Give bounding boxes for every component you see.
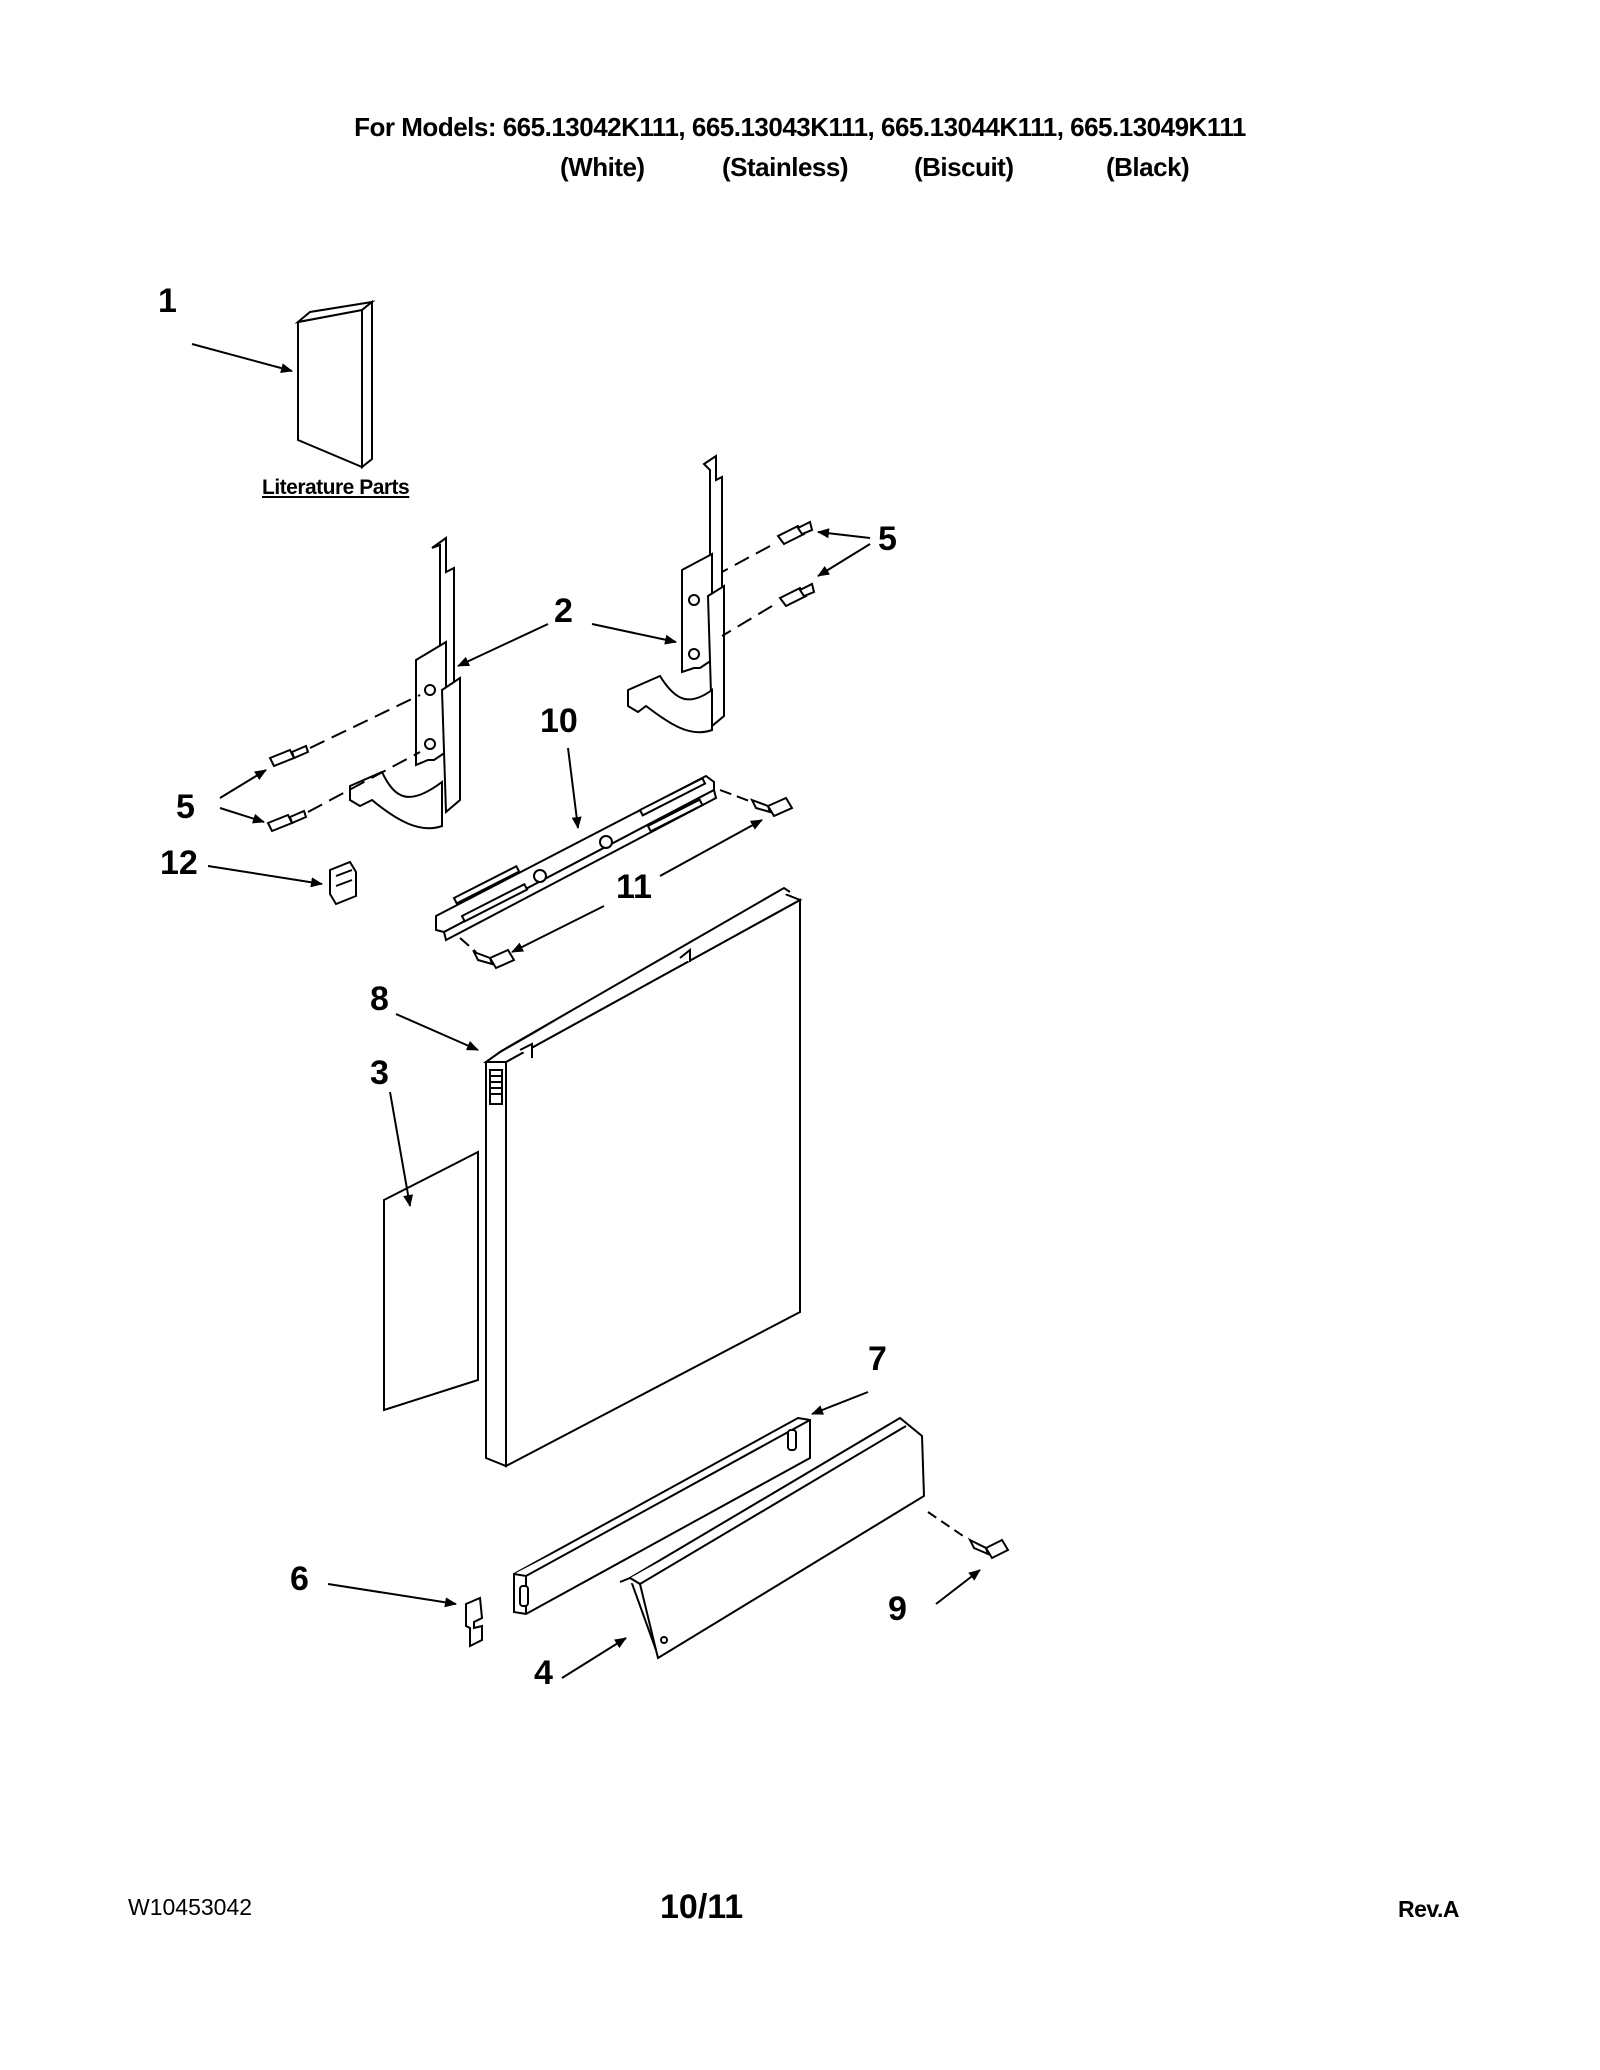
revision-label: Rev.A: [1398, 1896, 1460, 1922]
callout-5-right: 5: [878, 520, 897, 558]
callout-1: 1: [158, 282, 177, 320]
leader-8: [395, 1013, 479, 1051]
leader-5-left-b: [219, 807, 265, 824]
callout-10: 10: [540, 702, 578, 740]
screw-path-3: [721, 545, 771, 573]
door-rail: [435, 774, 718, 942]
leader-2-left: [457, 623, 549, 667]
callout-8: 8: [370, 980, 389, 1018]
callout-3: 3: [370, 1054, 389, 1092]
leader-11-a: [659, 819, 763, 877]
callout-5-left: 5: [176, 788, 195, 826]
document-number: W10453042: [128, 1894, 253, 1920]
leader-7: [811, 1391, 869, 1415]
rail-screws: [471, 796, 794, 970]
callout-4: 4: [534, 1654, 553, 1692]
hinge-screws-right: [776, 520, 816, 608]
leader-11-b: [511, 905, 605, 953]
leader-9: [935, 1569, 981, 1605]
publication-date: 10/11: [660, 1888, 744, 1926]
callout-6: 6: [290, 1560, 309, 1598]
leader-1: [191, 343, 293, 373]
leader-5-left-a: [219, 769, 267, 799]
color-black: (Black): [1106, 152, 1190, 182]
small-bracket: [465, 1596, 484, 1648]
color-biscuit: (Biscuit): [914, 152, 1014, 182]
leader-5-right-a: [817, 528, 871, 539]
leader-10: [567, 747, 582, 829]
hinge-bracket-left: [349, 536, 461, 830]
screw-path-1: [309, 694, 421, 749]
toe-panel-screw: [967, 1537, 1010, 1560]
screw-path-2: [307, 751, 421, 813]
literature-parts-label: Literature Parts: [262, 476, 410, 499]
leader-4: [561, 1637, 627, 1679]
door-clip: [329, 860, 357, 906]
screw-path-4: [721, 605, 773, 637]
hinge-bracket-right: [627, 454, 725, 734]
outer-door-panel: [482, 886, 803, 1468]
color-white: (White): [560, 152, 645, 182]
screw-path-6: [459, 937, 477, 953]
callout-7: 7: [868, 1340, 887, 1378]
hinge-screws-left: [266, 744, 310, 833]
screw-path-7: [927, 1511, 967, 1539]
door-insulation: [383, 1150, 479, 1412]
leader-3: [389, 1091, 414, 1207]
screw-path-5: [719, 789, 753, 803]
callout-12: 12: [160, 844, 198, 882]
literature-booklet: [294, 299, 376, 470]
leader-6: [327, 1583, 457, 1608]
models-header: For Models: 665.13042K111, 665.13043K111…: [354, 112, 1246, 142]
leader-2-right: [591, 623, 677, 645]
leader-5-right-b: [817, 543, 871, 577]
lower-door-trim: [513, 1416, 811, 1616]
toe-panel: [619, 1416, 926, 1660]
color-stainless: (Stainless): [722, 152, 849, 182]
callout-11: 11: [616, 868, 652, 906]
leader-12: [207, 865, 323, 888]
callout-9: 9: [888, 1590, 907, 1628]
callout-2: 2: [554, 592, 573, 630]
